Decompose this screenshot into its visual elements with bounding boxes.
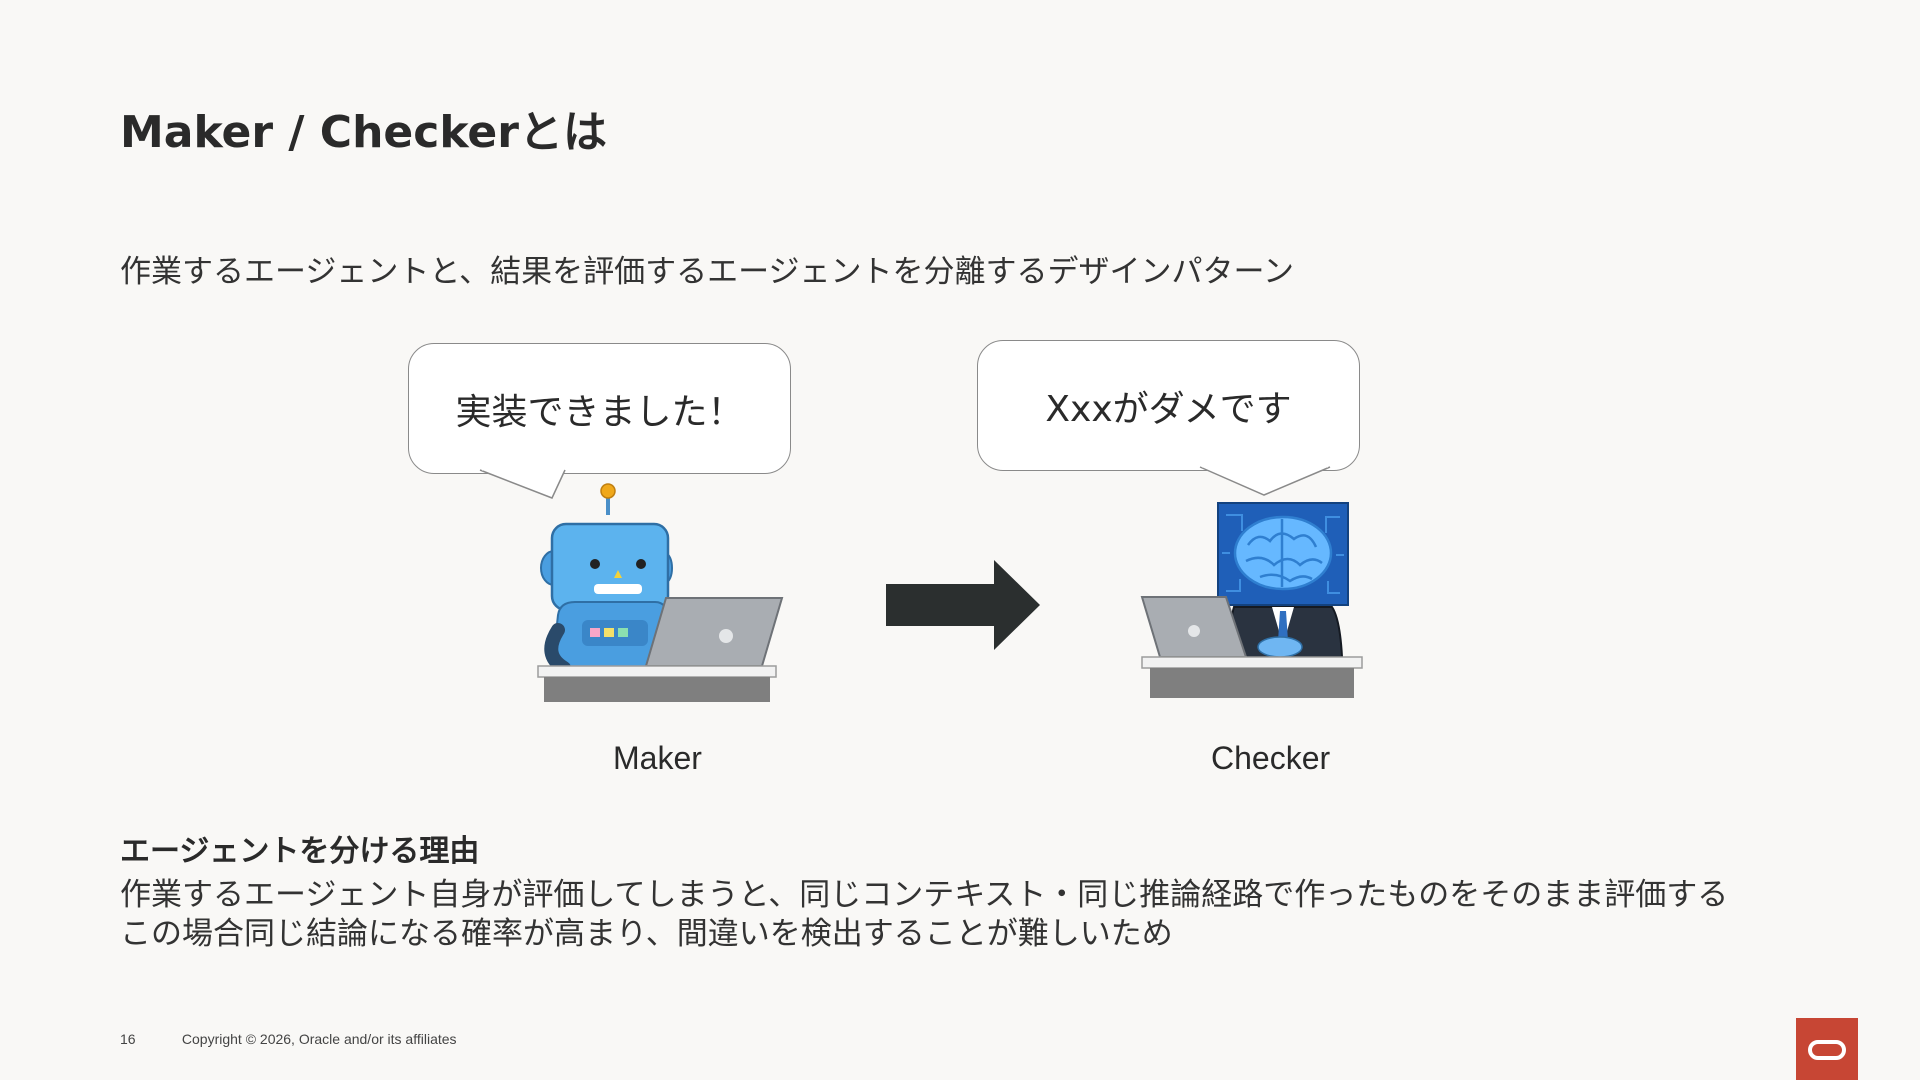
checker-bubble-tail (1199, 464, 1331, 496)
reason-line: この場合同じ結論になる確率が高まり、間違いを検出することが難しいため (120, 916, 1173, 952)
page-number: 16 (120, 1031, 136, 1047)
maker-speech-bubble: 実装できました！ (408, 343, 791, 474)
slide-footer: 16 Copyright © 2026, Oracle and/or its a… (120, 1031, 457, 1047)
maker-speech-text: 実装できました！ (455, 391, 744, 433)
maker-bubble-tail (479, 467, 566, 499)
reason-heading: エージェントを分ける理由 (120, 834, 480, 869)
oracle-logo (1796, 1018, 1858, 1080)
slide-title: Maker / Checkerとは (120, 107, 607, 158)
checker-speech-bubble: Xxxがダメです (977, 340, 1360, 471)
arrow-right-icon (886, 560, 1040, 650)
copyright-text: Copyright © 2026, Oracle and/or its affi… (181, 1031, 457, 1047)
maker-caption: Maker (613, 740, 702, 776)
oracle-logo-icon (1808, 1040, 1846, 1060)
robot-maker-illustration (537, 483, 784, 702)
checker-caption: Checker (1211, 740, 1331, 776)
reason-line: 作業するエージェント自身が評価してしまうと、同じコンテキスト・同じ推論経路で作っ… (120, 877, 1729, 913)
reason-body: 作業するエージェント自身が評価してしまうと、同じコンテキスト・同じ推論経路で作っ… (120, 876, 1820, 954)
checker-brain-illustration (1140, 502, 1363, 698)
slide-subtitle: 作業するエージェントと、結果を評価するエージェントを分離するデザインパターン (120, 254, 1294, 290)
checker-speech-text: Xxxがダメです (1045, 388, 1292, 430)
